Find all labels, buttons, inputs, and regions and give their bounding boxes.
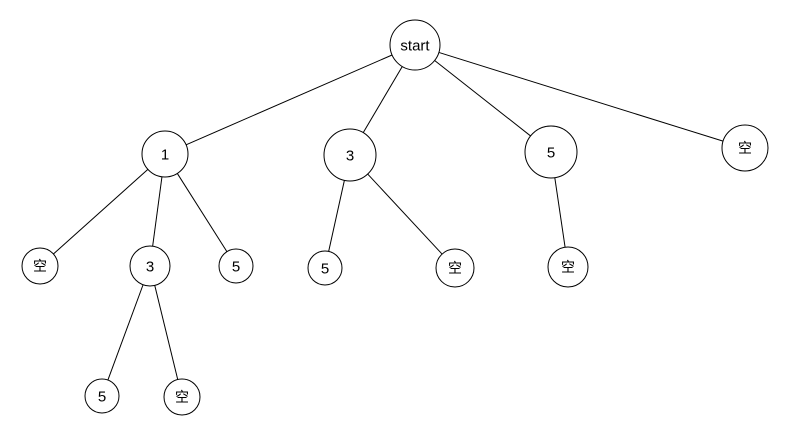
node-label: 空 <box>561 260 575 276</box>
tree-node[interactable]: 空 <box>21 247 59 285</box>
node-label: 5 <box>232 259 240 276</box>
node-circle <box>389 19 441 71</box>
node-circle <box>435 248 475 288</box>
tree-edge <box>438 51 724 142</box>
tree-edge <box>328 180 345 252</box>
node-circle <box>721 124 769 172</box>
tree-node[interactable]: 5 <box>307 250 343 286</box>
node-label: 3 <box>146 259 154 276</box>
node-circle <box>84 378 120 414</box>
tree-edge <box>362 66 403 133</box>
tree-node[interactable]: 3 <box>323 128 377 182</box>
node-label: 5 <box>321 261 329 278</box>
node-label: 空 <box>738 141 752 157</box>
node-circle <box>141 130 189 178</box>
node-label: 空 <box>175 390 189 406</box>
node-label: 5 <box>98 389 106 406</box>
node-circle <box>163 378 201 416</box>
tree-node[interactable]: 空 <box>721 124 769 172</box>
tree-edge <box>107 284 144 381</box>
tree-edge <box>434 60 531 137</box>
node-label: 空 <box>33 259 47 275</box>
node-label: start <box>400 38 430 55</box>
node-circle <box>547 246 589 288</box>
tree-edge <box>152 176 163 247</box>
tree-node[interactable]: 空 <box>435 248 475 288</box>
tree-edge <box>554 177 566 248</box>
tree-node[interactable]: 5 <box>218 248 254 284</box>
node-circle <box>307 250 343 286</box>
tree-node[interactable]: 5 <box>84 378 120 414</box>
tree-node[interactable]: 空 <box>547 246 589 288</box>
tree-node[interactable]: start <box>389 19 441 71</box>
tree-edge <box>176 173 228 252</box>
edges-layer <box>53 51 724 381</box>
tree-edge <box>53 168 149 255</box>
node-circle <box>218 248 254 284</box>
tree-edge <box>154 285 179 380</box>
tree-node[interactable]: 5 <box>524 125 578 179</box>
tree-node[interactable]: 3 <box>129 245 171 287</box>
node-circle <box>323 128 377 182</box>
node-circle <box>129 245 171 287</box>
node-label: 5 <box>547 145 555 162</box>
tree-node[interactable]: 空 <box>163 378 201 416</box>
node-circle <box>21 247 59 285</box>
tree-edge <box>367 173 443 255</box>
tree-node[interactable]: 1 <box>141 130 189 178</box>
tree-edge <box>185 54 393 146</box>
node-label: 空 <box>448 261 462 277</box>
node-circle <box>524 125 578 179</box>
node-label: 3 <box>346 148 354 165</box>
node-label: 1 <box>161 147 169 164</box>
